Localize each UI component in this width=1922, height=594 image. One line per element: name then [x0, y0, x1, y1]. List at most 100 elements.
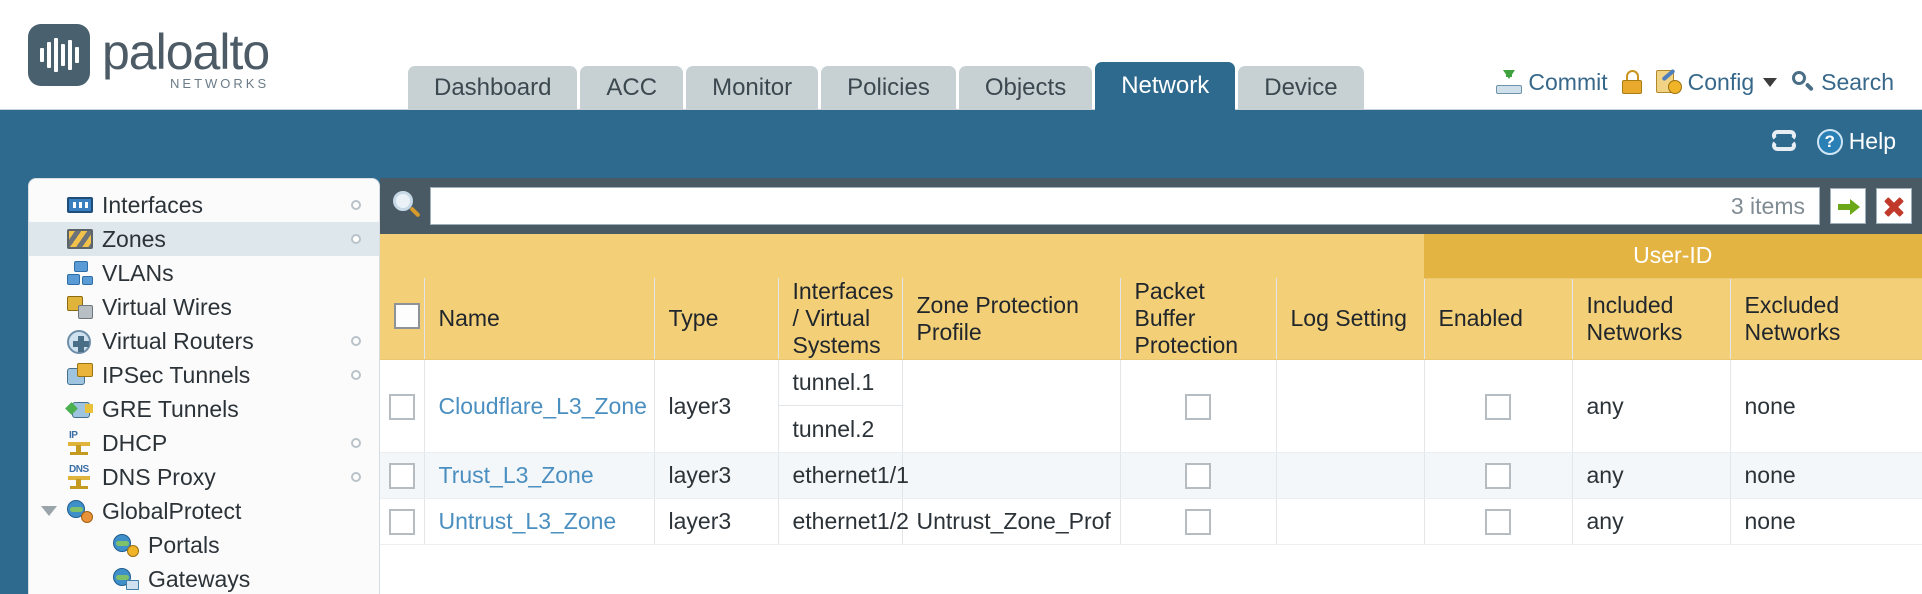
clear-filter-button[interactable]: [1876, 188, 1912, 224]
cell-log-setting: [1276, 359, 1425, 453]
sidebar-label-virtual-wires: Virtual Wires: [102, 293, 232, 320]
sidebar-status-dot: [351, 438, 361, 448]
sidebar-item-virtual-routers[interactable]: Virtual Routers: [29, 324, 379, 358]
filter-bar: 3 items: [380, 178, 1922, 234]
lock-icon[interactable]: [1621, 70, 1642, 94]
cell-name: Cloudflare_L3_Zone: [424, 359, 655, 453]
header-excluded-networks[interactable]: Excluded Networks: [1730, 278, 1922, 360]
logo-wordmark: paloalto: [102, 24, 270, 80]
zone-link[interactable]: Trust_L3_Zone: [438, 462, 594, 488]
commit-button[interactable]: Commit: [1496, 69, 1608, 96]
header-zone-protection-profile[interactable]: Zone Protection Profile: [902, 278, 1121, 360]
group-header-row: User-ID: [380, 234, 1922, 279]
interfaces-icon: [67, 193, 93, 217]
cell-excluded-networks: none: [1730, 452, 1922, 499]
zones-content-panel: 3 items User-ID: [380, 178, 1922, 594]
table-row[interactable]: Trust_L3_Zone layer3 ethernet1/1 any non…: [380, 452, 1922, 499]
packet-buffer-checkbox[interactable]: [1185, 509, 1211, 536]
cell-included-networks: any: [1572, 359, 1731, 453]
interface-item: tunnel.1: [778, 360, 902, 406]
cell-interfaces: ethernet1/1: [778, 452, 909, 499]
chevron-down-icon: [1763, 77, 1778, 87]
cell-included-networks: any: [1572, 498, 1731, 545]
sidebar-item-interfaces[interactable]: Interfaces: [29, 188, 379, 222]
sidebar-item-dns-proxy[interactable]: DNS DNS Proxy: [29, 460, 379, 494]
select-all-checkbox[interactable]: [394, 302, 420, 329]
magnifier-icon[interactable]: [390, 189, 424, 223]
sidebar-item-virtual-wires[interactable]: Virtual Wires: [29, 290, 379, 324]
sidebar-label-dhcp: DHCP: [102, 429, 168, 456]
userid-enabled-checkbox[interactable]: [1485, 509, 1511, 536]
packet-buffer-checkbox[interactable]: [1185, 393, 1211, 420]
search-button[interactable]: Search: [1791, 69, 1894, 96]
sidebar-status-dot: [351, 370, 361, 380]
sidebar-item-gateways[interactable]: Gateways: [29, 562, 379, 594]
refresh-icon[interactable]: [1771, 129, 1799, 155]
sidebar-item-portals[interactable]: Portals: [29, 528, 379, 562]
sub-header-band: ? Help: [0, 110, 1922, 178]
zone-link[interactable]: Untrust_L3_Zone: [438, 508, 617, 534]
search-label: Search: [1821, 68, 1894, 95]
row-checkbox[interactable]: [388, 393, 415, 420]
sidebar-status-dot: [351, 472, 361, 482]
cell-interfaces: ethernet1/2: [778, 498, 909, 545]
sidebar-label-globalprotect: GlobalProtect: [102, 497, 242, 524]
row-select-cell: [380, 498, 425, 545]
cell-zone-protection: [902, 359, 1121, 453]
sidebar-item-zones[interactable]: Zones: [29, 222, 379, 256]
tab-dashboard[interactable]: Dashboard: [408, 66, 578, 110]
zones-table: User-ID Name Type Interfaces / Virtual S…: [380, 234, 1922, 545]
table-body: Cloudflare_L3_Zone layer3 tunnel.1 tunne…: [380, 359, 1922, 545]
network-sidebar: Interfaces Zones VLANs Virtual Wires: [28, 178, 380, 594]
vlans-icon: [67, 261, 93, 285]
gre-tunnels-icon: [67, 397, 93, 421]
sidebar-item-ipsec-tunnels[interactable]: IPSec Tunnels: [29, 358, 379, 392]
cell-type: layer3: [654, 452, 779, 499]
tab-monitor[interactable]: Monitor: [686, 66, 819, 110]
sidebar-item-dhcp[interactable]: IP DHCP: [29, 426, 379, 460]
tab-device[interactable]: Device: [1238, 66, 1364, 110]
header-name[interactable]: Name: [424, 278, 655, 360]
tab-policies[interactable]: Policies: [821, 66, 956, 110]
userid-enabled-checkbox[interactable]: [1485, 463, 1511, 490]
row-select-cell: [380, 359, 425, 453]
header-log-setting[interactable]: Log Setting: [1276, 278, 1425, 360]
sidebar-label-gateways: Gateways: [148, 565, 251, 592]
ipsec-tunnels-icon: [67, 363, 93, 387]
sidebar-item-globalprotect[interactable]: GlobalProtect: [29, 494, 379, 528]
cell-name: Trust_L3_Zone: [424, 452, 655, 499]
apply-filter-button[interactable]: [1830, 188, 1866, 224]
row-checkbox[interactable]: [388, 463, 415, 490]
row-checkbox[interactable]: [388, 509, 415, 536]
header-interfaces[interactable]: Interfaces / Virtual Systems: [778, 278, 903, 360]
tab-network[interactable]: Network: [1095, 62, 1236, 110]
search-input[interactable]: 3 items: [430, 187, 1820, 225]
sidebar-label-vlans: VLANs: [102, 259, 174, 286]
header-enabled[interactable]: Enabled: [1424, 278, 1573, 360]
tab-acc[interactable]: ACC: [580, 66, 684, 110]
dhcp-icon: IP: [67, 431, 93, 455]
gateways-icon: [113, 567, 139, 591]
header-included-networks[interactable]: Included Networks: [1572, 278, 1731, 360]
packet-buffer-checkbox[interactable]: [1185, 463, 1211, 490]
collapse-triangle-icon[interactable]: [41, 506, 57, 516]
zone-link[interactable]: Cloudflare_L3_Zone: [438, 392, 647, 419]
table-row[interactable]: Cloudflare_L3_Zone layer3 tunnel.1 tunne…: [380, 359, 1922, 453]
help-button[interactable]: ? Help: [1816, 128, 1896, 155]
header-type[interactable]: Type: [654, 278, 779, 360]
sidebar-item-gre-tunnels[interactable]: GRE Tunnels: [29, 392, 379, 426]
header-packet-buffer-protection[interactable]: Packet Buffer Protection: [1120, 278, 1277, 360]
sidebar-status-dot: [351, 336, 361, 346]
band-actions: ? Help: [1771, 128, 1896, 155]
sidebar-label-interfaces: Interfaces: [102, 191, 203, 218]
interface-item: tunnel.2: [792, 415, 875, 442]
userid-enabled-checkbox[interactable]: [1485, 393, 1511, 420]
table-row[interactable]: Untrust_L3_Zone layer3 ethernet1/2 Untru…: [380, 498, 1922, 545]
config-menu[interactable]: Config: [1655, 69, 1778, 96]
logo-tagline: NETWORKS: [170, 76, 270, 91]
cell-packet-buffer: [1120, 452, 1277, 499]
top-toolbar: Commit Config Search: [1496, 62, 1894, 102]
sidebar-list: Interfaces Zones VLANs Virtual Wires: [29, 179, 379, 594]
sidebar-item-vlans[interactable]: VLANs: [29, 256, 379, 290]
tab-objects[interactable]: Objects: [958, 66, 1093, 110]
